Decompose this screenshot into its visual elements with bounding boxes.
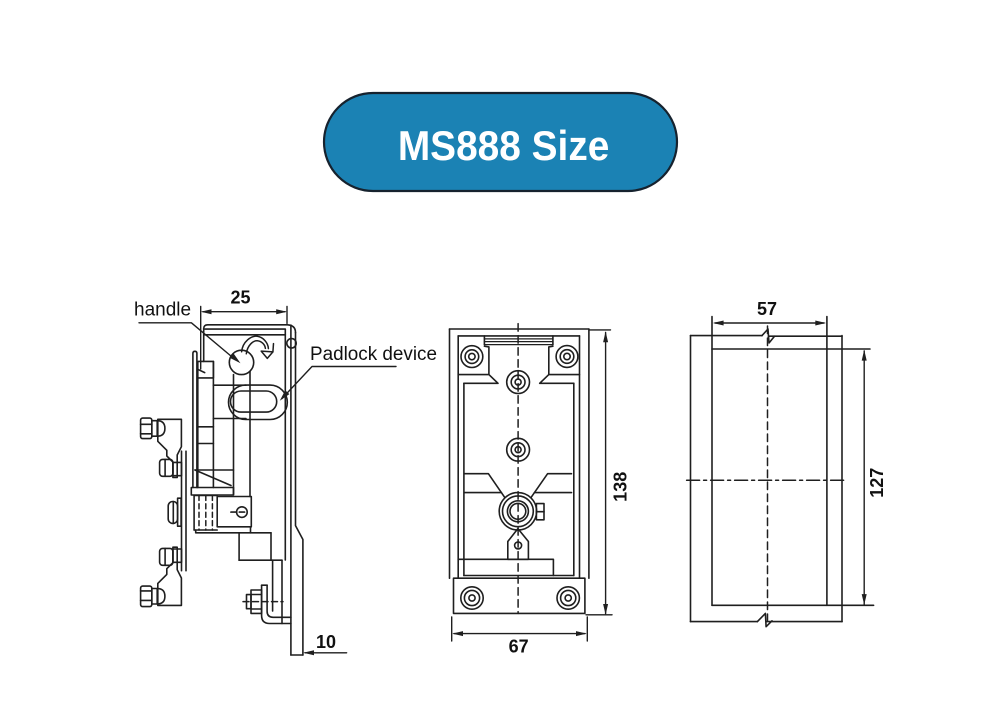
svg-text:138: 138: [611, 472, 631, 502]
svg-text:Padlock device: Padlock device: [310, 344, 437, 365]
svg-text:57: 57: [757, 299, 777, 319]
svg-text:handle: handle: [134, 300, 191, 321]
svg-text:MS888 Size: MS888 Size: [398, 122, 610, 169]
svg-text:25: 25: [230, 288, 250, 308]
svg-text:127: 127: [867, 468, 887, 498]
svg-text:10: 10: [316, 632, 336, 652]
svg-text:67: 67: [509, 636, 529, 656]
